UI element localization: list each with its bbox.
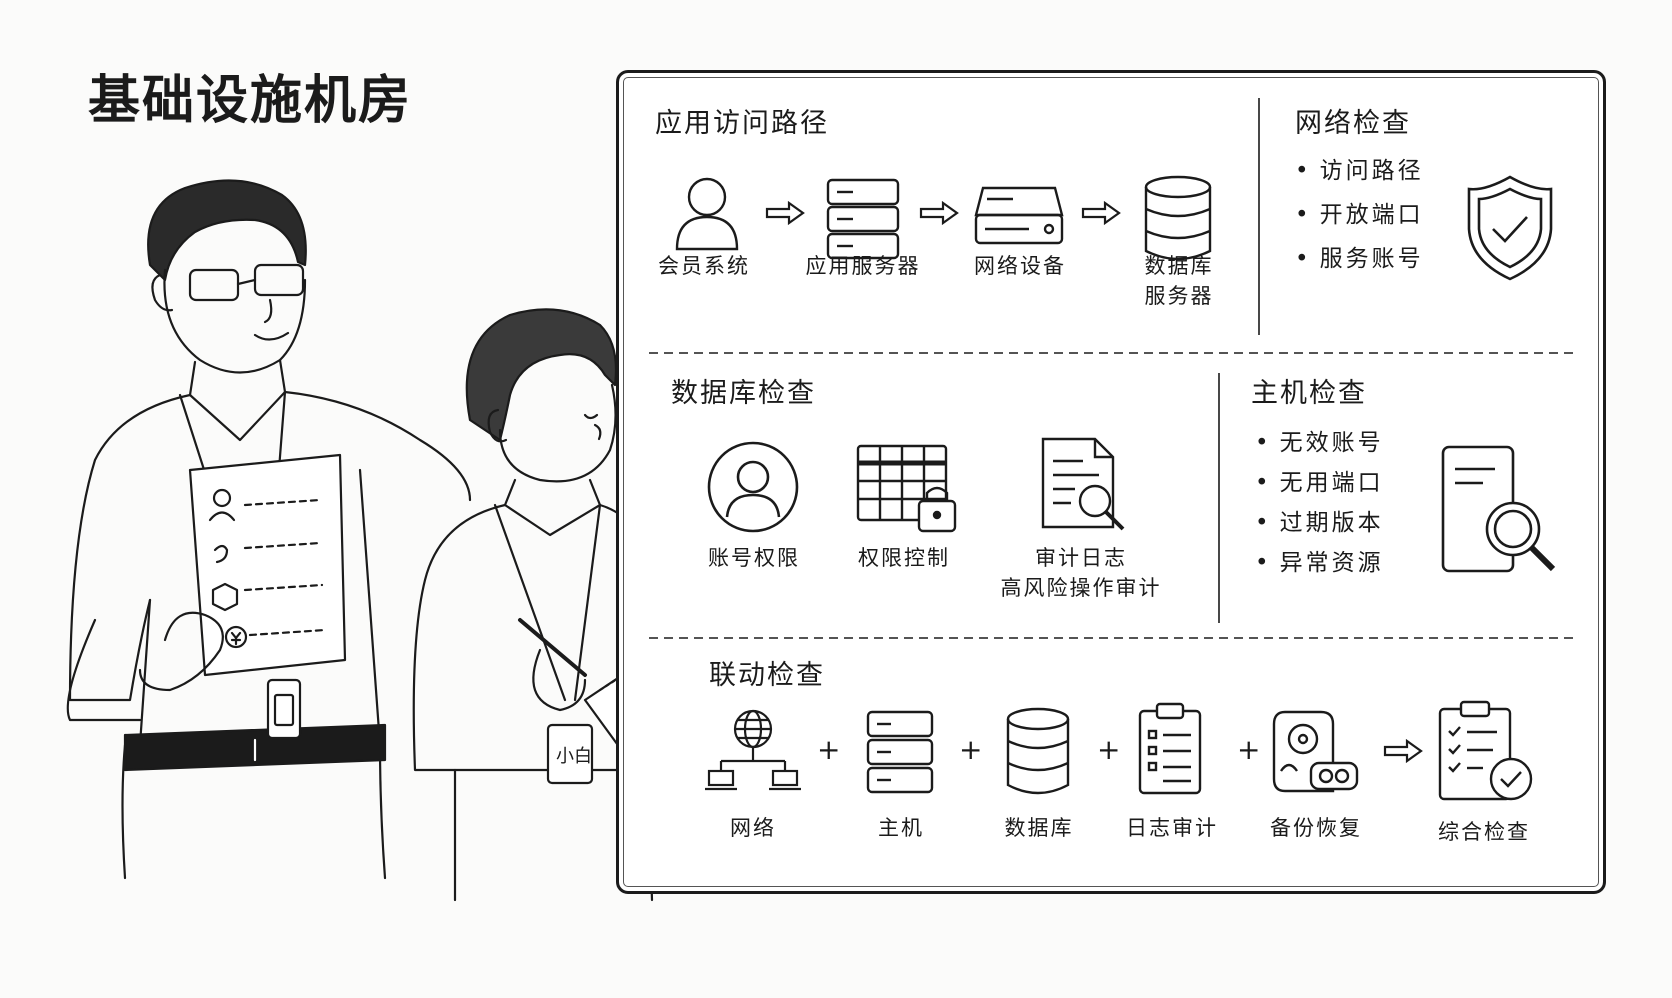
device-search-icon — [1441, 445, 1556, 573]
list-item: 开放端口 — [1295, 195, 1424, 229]
database-icon — [1144, 175, 1212, 261]
server-rack-icon — [826, 178, 900, 260]
db-item-label: 审计日志 高风险操作审计 — [1000, 546, 1162, 600]
linked-item-label: 数据库 — [1004, 816, 1074, 840]
node-label: 网络设备 — [974, 254, 1066, 278]
list-item: 过期版本 — [1255, 503, 1384, 537]
database-icon — [1006, 707, 1070, 795]
list-item: 无效账号 — [1255, 423, 1384, 457]
network-device-icon — [974, 186, 1064, 245]
arrow-right-icon — [1383, 739, 1423, 763]
badge-text: 小白 — [556, 746, 592, 767]
arrow-right-icon — [919, 201, 959, 225]
whiteboard: 应用访问路径 会员系统 应用服务器 网络设备 数据库 服务器 网络检查 访问路径… — [616, 70, 1606, 894]
linked-item-label: 主机 — [878, 816, 924, 840]
db-check-title: 数据库检查 — [671, 378, 816, 409]
globe-network-icon — [705, 709, 801, 791]
network-check-title: 网络检查 — [1295, 108, 1411, 139]
plus-sign: + — [817, 733, 841, 766]
arrow-right-icon — [1081, 201, 1121, 225]
section-dividers — [649, 98, 1579, 639]
node-label: 会员系统 — [658, 254, 750, 278]
linked-check-title: 联动检查 — [709, 660, 825, 691]
table-lock-icon — [856, 444, 957, 533]
backup-disk-icon — [1272, 710, 1359, 793]
clipboard-check-icon — [1438, 700, 1533, 801]
app-path-title: 应用访问路径 — [655, 108, 829, 139]
node-label: 应用服务器 — [805, 254, 921, 278]
host-check-title: 主机检查 — [1251, 378, 1367, 409]
list-item: 异常资源 — [1255, 543, 1384, 577]
document-search-icon — [1041, 437, 1125, 531]
db-item-label: 账号权限 — [708, 546, 800, 570]
page-title: 基础设施机房 — [88, 70, 413, 131]
linked-result-label: 综合检查 — [1438, 820, 1530, 844]
plus-sign: + — [959, 733, 983, 766]
people-illustration: 小白 — [66, 179, 692, 902]
shield-check-icon — [1467, 175, 1553, 281]
linked-item-label: 日志审计 — [1126, 816, 1218, 840]
linked-item-label: 网络 — [730, 816, 776, 840]
user-circle-icon — [707, 441, 799, 533]
node-label: 数据库 服务器 — [1144, 254, 1214, 308]
plus-sign: + — [1237, 733, 1261, 766]
list-item: 服务账号 — [1295, 239, 1424, 273]
linked-item-label: 备份恢复 — [1270, 816, 1362, 840]
list-item: 访问路径 — [1295, 151, 1424, 185]
list-item: 无用端口 — [1255, 463, 1384, 497]
user-icon — [675, 177, 739, 251]
plus-sign: + — [1097, 733, 1121, 766]
arrow-right-icon — [765, 201, 805, 225]
clipboard-list-icon — [1138, 702, 1202, 795]
db-item-label: 权限控制 — [858, 546, 950, 570]
server-rack-icon — [866, 710, 934, 794]
man-figure — [66, 179, 472, 880]
